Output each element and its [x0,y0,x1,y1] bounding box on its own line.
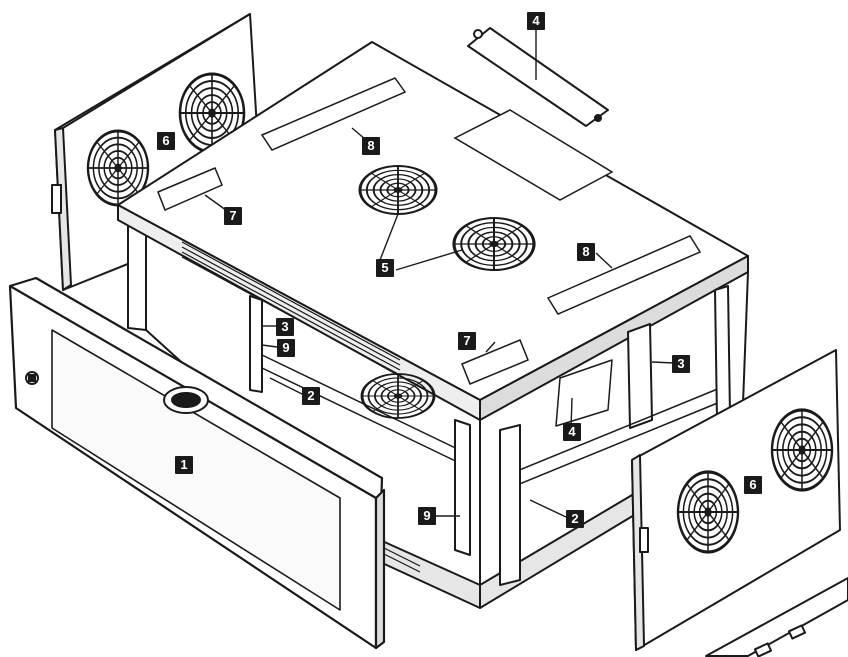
callout-inner-plate: 4 [563,423,581,441]
callout-right-side-panel: 6 [744,476,762,494]
callout-slot-left: 8 [362,137,380,155]
callout-top-fans: 5 [376,259,394,277]
callout-cable-right: 9 [418,507,436,525]
top-cover-plate [467,27,609,127]
callout-cover-left: 7 [224,207,242,225]
partial-rail-part [705,577,848,657]
callout-slot-right: 8 [577,243,595,261]
front-door [8,276,386,650]
fan-grille-icon [678,472,738,552]
door-lock-icon [25,371,39,385]
callout-upright-right: 3 [672,355,690,373]
door-handle-icon [163,386,209,414]
fan-grille-icon [362,374,434,418]
top-cutouts [157,77,702,385]
fan-grille-icon [772,410,832,490]
cabinet-body [117,41,749,609]
callout-rail-left: 2 [302,387,320,405]
callout-rail-right: 2 [566,510,584,528]
callout-cover-right: 7 [458,332,476,350]
callout-upright-left: 3 [276,318,294,336]
callout-front-door: 1 [175,456,193,474]
callout-top-cover-plate: 4 [527,12,545,30]
fan-grille-icon [360,166,436,214]
fan-grille-icon [454,218,534,270]
callout-cable-left: 9 [277,339,295,357]
callout-left-side-panel: 6 [157,132,175,150]
